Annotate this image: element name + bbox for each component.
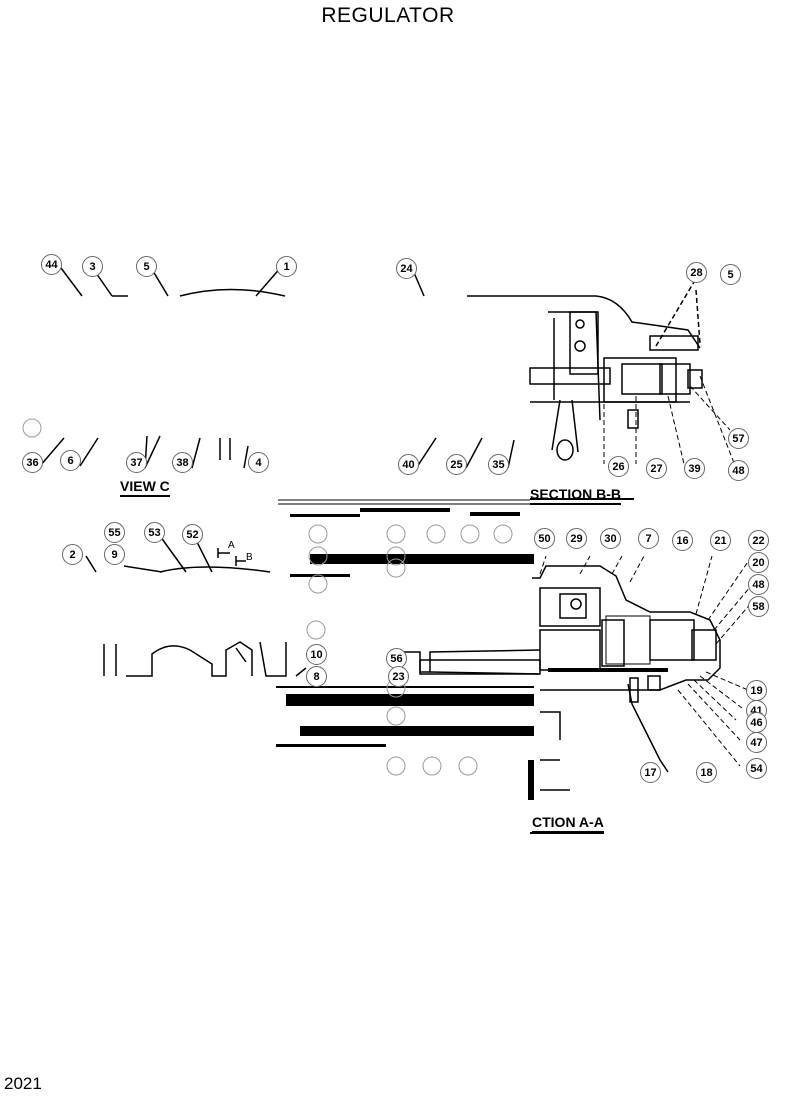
part-callout: 8 [306,666,327,687]
page-title: REGULATOR [321,4,455,27]
part-callout: 7 [638,528,659,549]
part-callout: 27 [646,458,667,479]
part-callout: 52 [182,524,203,545]
part-callout: 39 [684,458,705,479]
part-callout: 10 [306,644,327,665]
part-callout: 58 [748,596,769,617]
part-callout: 46 [746,712,767,733]
part-callout: 1 [276,256,297,277]
part-callout: 54 [746,758,767,779]
part-callout: 53 [144,522,165,543]
part-callout: 16 [672,530,693,551]
section-bb-label: SECTION B-B [530,486,621,505]
part-callout: 21 [710,530,731,551]
section-mark-a: A [228,540,235,551]
view-c-label: VIEW C [120,478,170,497]
part-callout: 2 [62,544,83,565]
part-callout: 24 [396,258,417,279]
section-mark-b: B [246,552,253,563]
part-callout: 5 [720,264,741,285]
part-callout: 17 [640,762,661,783]
part-callout: 47 [746,732,767,753]
part-callout: 40 [398,454,419,475]
part-callout: 30 [600,528,621,549]
part-callout: 28 [686,262,707,283]
part-callout: 38 [172,452,193,473]
part-callout: 20 [748,552,769,573]
part-callout: 50 [534,528,555,549]
part-callout: 18 [696,762,717,783]
part-callout: 22 [748,530,769,551]
part-callout: 29 [566,528,587,549]
part-callout: 57 [728,428,749,449]
part-callout: 25 [446,454,467,475]
page-number: 2021 [4,1074,42,1093]
part-callout: 37 [126,452,147,473]
part-callout: 36 [22,452,43,473]
part-callout: 35 [488,454,509,475]
part-callout: 9 [104,544,125,565]
part-callout: 5 [136,256,157,277]
part-callout: 3 [82,256,103,277]
part-callout: 6 [60,450,81,471]
part-callout: 55 [104,522,125,543]
section-aa-label: CTION A-A [532,814,604,833]
part-callout: 48 [748,574,769,595]
part-callout: 4 [248,452,269,473]
part-callout: 48 [728,460,749,481]
part-callout: 44 [41,254,62,275]
part-callout: 26 [608,456,629,477]
part-callout: 56 [386,648,407,669]
part-callout: 19 [746,680,767,701]
part-callout: 23 [388,666,409,687]
